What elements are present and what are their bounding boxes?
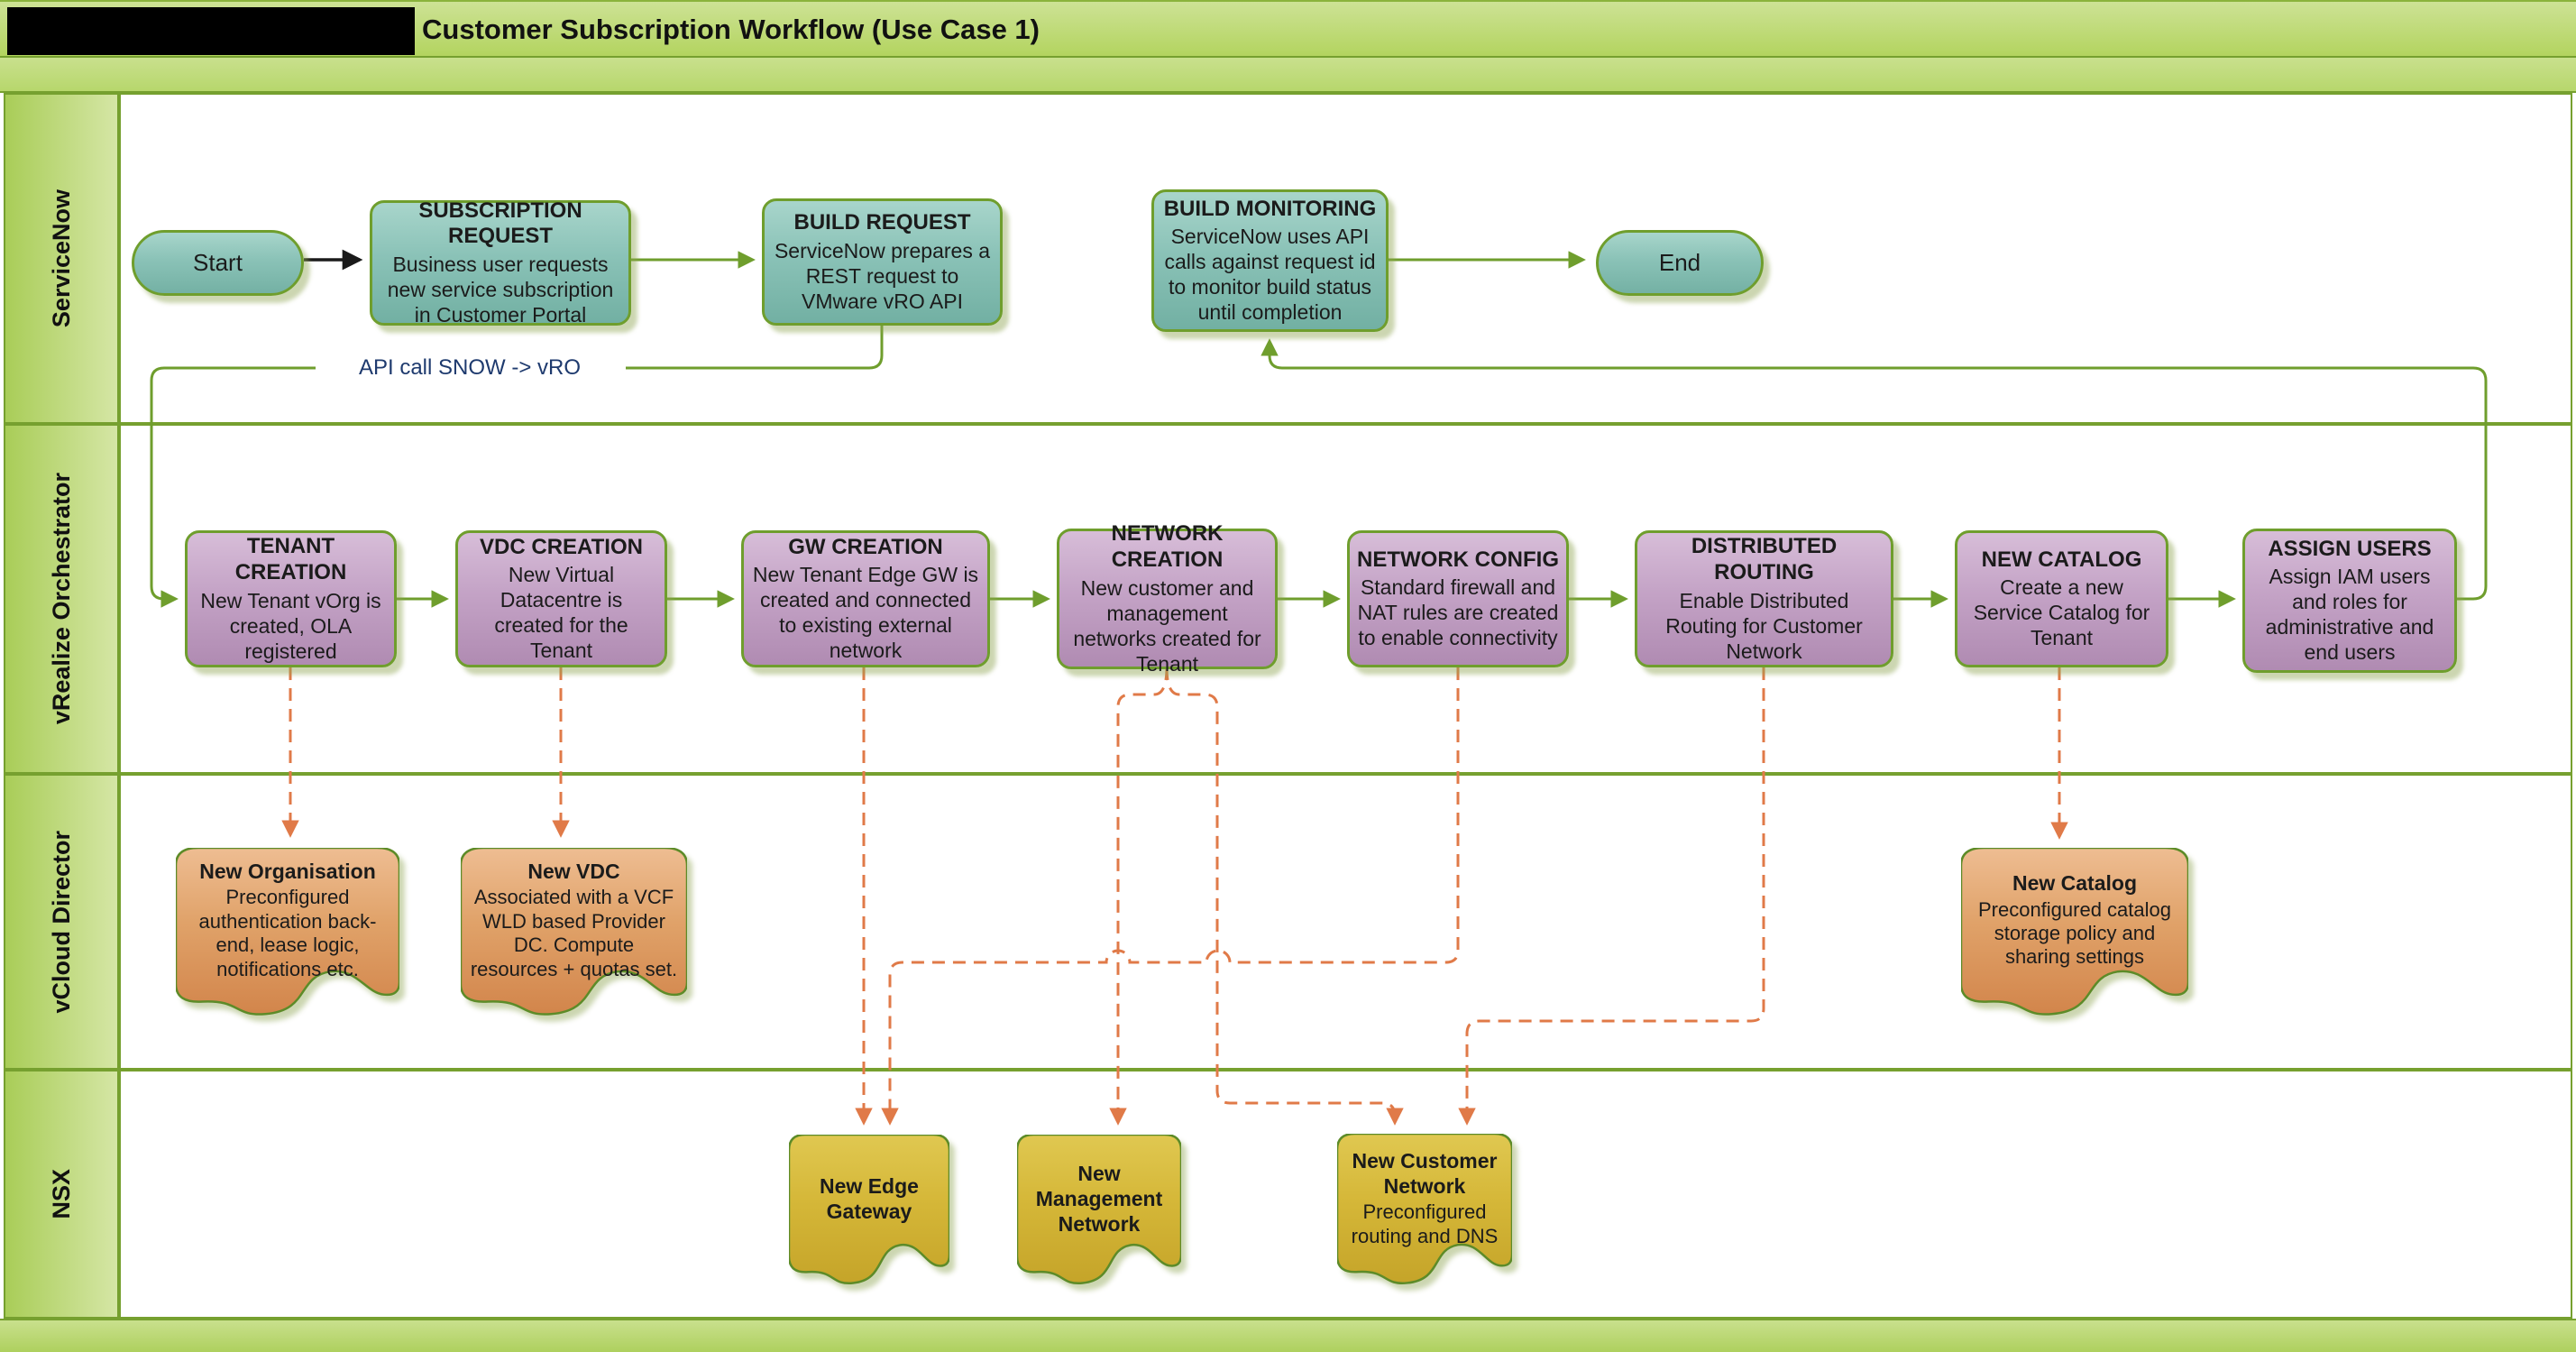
lane-label: ServiceNow bbox=[47, 189, 75, 328]
lane-header-vrealize-orchestrator: vRealize Orchestrator bbox=[4, 424, 119, 774]
artifact-body: Preconfigured routing and DNS bbox=[1351, 1200, 1499, 1247]
document-shape bbox=[1961, 848, 2188, 1025]
lane-header-vcloud-director: vCloud Director bbox=[4, 774, 119, 1070]
step-body: Assign IAM users and roles for administr… bbox=[2265, 565, 2434, 665]
artifact-new-organisation: New Organisation Preconfigured authentic… bbox=[176, 848, 399, 1025]
step-build-monitoring: BUILD MONITORING ServiceNow uses API cal… bbox=[1151, 189, 1389, 332]
step-body: ServiceNow uses API calls against reques… bbox=[1164, 225, 1376, 325]
step-body: ServiceNow prepares a REST request to VM… bbox=[774, 238, 991, 313]
step-build-request: BUILD REQUEST ServiceNow prepares a REST… bbox=[762, 198, 1003, 326]
artifact-new-management-network: New Management Network bbox=[1017, 1135, 1181, 1292]
step-tenant-creation: TENANT CREATION New Tenant vOrg is creat… bbox=[185, 530, 397, 667]
footer-band bbox=[0, 1319, 2576, 1352]
step-assign-users: ASSIGN USERS Assign IAM users and roles … bbox=[2242, 529, 2457, 673]
artifact-body: Associated with a VCF WLD based Provider… bbox=[470, 886, 678, 980]
artifact-body: Preconfigured authentication back-end, l… bbox=[198, 886, 377, 980]
end-label: End bbox=[1658, 249, 1701, 276]
step-body: New Tenant vOrg is created, OLA register… bbox=[200, 588, 381, 663]
step-title: NETWORK CONFIG bbox=[1357, 547, 1559, 572]
step-title: DISTRIBUTED ROUTING bbox=[1691, 534, 1838, 584]
lane-header-servicenow: ServiceNow bbox=[4, 93, 119, 424]
api-call-label: API call SNOW -> vRO bbox=[316, 355, 624, 381]
lane-header-nsx: NSX bbox=[4, 1070, 119, 1319]
artifact-new-vdc: New VDC Associated with a VCF WLD based … bbox=[461, 848, 687, 1025]
artifact-title: New VDC bbox=[527, 859, 620, 883]
lane-label: vRealize Orchestrator bbox=[47, 473, 75, 725]
lane-nsx: NSX bbox=[4, 1070, 2572, 1319]
step-title: SUBSCRIPTION REQUEST bbox=[418, 198, 582, 249]
lane-label: NSX bbox=[47, 1169, 75, 1219]
step-vdc-creation: VDC CREATION New Virtual Datacentre is c… bbox=[455, 530, 667, 667]
title-bar: Customer Subscription Workflow (Use Case… bbox=[0, 0, 2576, 58]
step-title: TENANT CREATION bbox=[234, 534, 347, 584]
step-new-catalog: NEW CATALOG Create a new Service Catalog… bbox=[1955, 530, 2168, 667]
step-network-creation: NETWORK CREATION New customer and manage… bbox=[1057, 521, 1278, 676]
step-body: Standard firewall and NAT rules are crea… bbox=[1357, 575, 1559, 650]
artifact-new-edge-gateway: New Edge Gateway bbox=[789, 1135, 949, 1292]
step-network-config: NETWORK CONFIG Standard firewall and NAT… bbox=[1347, 530, 1569, 667]
artifact-title: New Customer Network bbox=[1352, 1149, 1498, 1198]
step-title: GW CREATION bbox=[788, 534, 943, 559]
step-body: New Tenant Edge GW is created and connec… bbox=[752, 563, 979, 663]
step-title: BUILD MONITORING bbox=[1163, 196, 1377, 221]
end-node: End bbox=[1596, 230, 1764, 296]
artifact-new-catalog: New Catalog Preconfigured catalog storag… bbox=[1961, 848, 2188, 1025]
step-gw-creation: GW CREATION New Tenant Edge GW is create… bbox=[741, 530, 990, 667]
artifact-title: New Organisation bbox=[199, 859, 376, 883]
artifact-title: New Management Network bbox=[1035, 1162, 1163, 1236]
redacted-logo-block bbox=[7, 7, 415, 55]
step-body: Business user requests new service subsc… bbox=[387, 253, 614, 327]
step-body: Create a new Service Catalog for Tenant bbox=[1973, 575, 2150, 650]
page-title: Customer Subscription Workflow (Use Case… bbox=[422, 14, 1040, 45]
step-body: New customer and management networks cre… bbox=[1073, 575, 1261, 676]
step-body: Enable Distributed Routing for Customer … bbox=[1665, 588, 1863, 663]
step-title: ASSIGN USERS bbox=[2268, 536, 2432, 561]
step-subscription-request: SUBSCRIPTION REQUEST Business user reque… bbox=[370, 198, 631, 327]
step-distributed-routing: DISTRIBUTED ROUTING Enable Distributed R… bbox=[1635, 530, 1893, 667]
artifact-new-customer-network: New Customer Network Preconfigured routi… bbox=[1337, 1134, 1512, 1292]
start-label: Start bbox=[193, 249, 243, 276]
artifact-body: Preconfigured catalog storage policy and… bbox=[1977, 897, 2171, 969]
artifact-title: New Edge Gateway bbox=[820, 1174, 919, 1223]
document-shape bbox=[461, 848, 687, 1025]
document-shape bbox=[176, 848, 399, 1025]
artifact-title: New Catalog bbox=[2012, 870, 2137, 895]
start-node: Start bbox=[132, 230, 304, 296]
step-title: BUILD REQUEST bbox=[793, 210, 971, 235]
header-sub-band bbox=[0, 58, 2576, 93]
step-title: VDC CREATION bbox=[480, 534, 643, 559]
lane-label: vCloud Director bbox=[47, 830, 75, 1014]
step-title: NETWORK CREATION bbox=[1111, 521, 1224, 572]
step-title: NEW CATALOG bbox=[1981, 547, 2142, 572]
step-body: New Virtual Datacentre is created for th… bbox=[494, 563, 628, 663]
